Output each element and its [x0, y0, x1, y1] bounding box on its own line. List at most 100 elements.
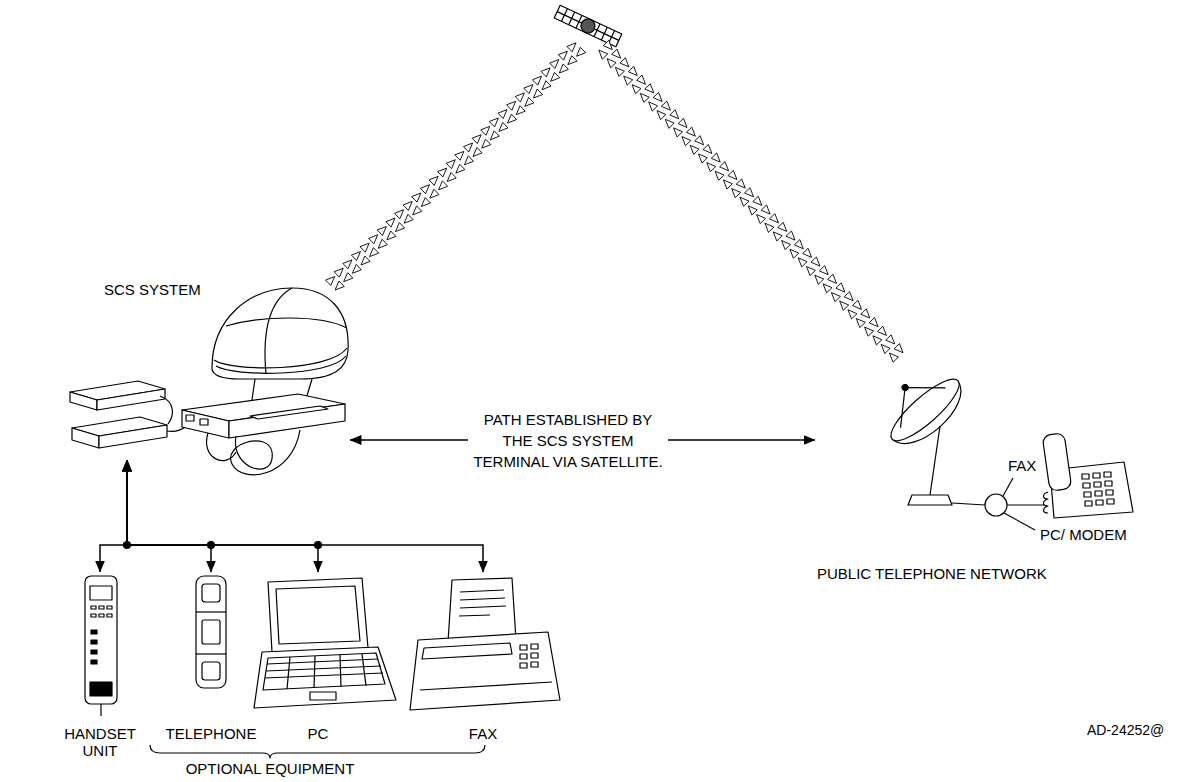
dish-stand	[908, 426, 952, 505]
signal-beam	[723, 180, 732, 189]
signal-beam	[489, 118, 498, 127]
signal-beam	[690, 145, 699, 154]
signal-beam	[439, 181, 448, 190]
desk-telephone	[1084, 492, 1091, 497]
signal-beam	[653, 92, 662, 101]
signal-beam	[351, 252, 360, 261]
fax-icon	[531, 653, 538, 658]
signal-beam	[369, 235, 378, 244]
signal-beam	[670, 110, 679, 119]
signal-beam	[732, 189, 741, 198]
signal-beam	[532, 76, 541, 85]
signal-beam	[873, 336, 882, 345]
signal-beam	[508, 114, 517, 123]
signal-beam	[757, 215, 766, 224]
signal-beam	[603, 40, 612, 49]
signal-beam	[568, 56, 577, 65]
signal-beam	[464, 143, 473, 152]
telephone-icon	[202, 584, 220, 602]
signal-beam	[853, 300, 862, 309]
signal-beam	[765, 223, 774, 232]
terminal-unit	[250, 406, 328, 419]
signal-beam	[455, 151, 464, 160]
cable	[160, 396, 172, 424]
signal-beam	[559, 64, 568, 73]
fax-icon	[520, 645, 527, 650]
node-label: TELEPHONE	[158, 725, 264, 742]
laptop-icon	[254, 647, 396, 708]
signal-beam	[869, 318, 878, 327]
signal-beam	[438, 168, 447, 177]
signal-beam	[819, 266, 828, 275]
fax-icon	[531, 644, 538, 649]
signal-beam	[361, 256, 370, 265]
satellite-dish	[883, 371, 966, 449]
signal-beam	[421, 198, 430, 207]
signal-beam	[748, 206, 757, 215]
satellite	[554, 5, 622, 46]
signal-beam	[612, 49, 621, 58]
signal-beam	[657, 111, 666, 120]
handset-unit-icon	[91, 630, 97, 634]
signal-beam	[640, 93, 649, 102]
signal-beam	[740, 197, 749, 206]
signal-beam	[881, 344, 890, 353]
signal-beam	[761, 205, 770, 214]
signal-beam	[360, 243, 369, 252]
signal-beam	[890, 353, 899, 362]
leader-line	[1004, 513, 1035, 530]
satellite-dish	[883, 388, 923, 428]
fax-icon	[520, 654, 527, 659]
signal-beam	[803, 248, 812, 257]
satellite-dish	[905, 368, 945, 408]
signal-beam	[490, 131, 499, 140]
equipment-group: FAX	[408, 572, 558, 748]
signal-beam	[649, 102, 658, 111]
desk-telephone	[1094, 482, 1101, 487]
laptop-icon	[362, 654, 366, 686]
signal-beam	[599, 50, 608, 59]
signal-beam	[412, 193, 421, 202]
telephone-icon	[202, 620, 220, 644]
fax-icon	[410, 632, 560, 710]
handset-unit-icon	[107, 614, 112, 617]
telephone-icon	[196, 611, 226, 612]
lru-box	[97, 389, 165, 410]
signal-beam	[386, 218, 395, 227]
signal-beam	[861, 309, 870, 318]
handset-unit-icon	[91, 614, 96, 617]
connector	[127, 460, 483, 572]
signal-beam	[674, 128, 683, 137]
signal-beam	[446, 160, 455, 169]
signal-beam	[620, 58, 629, 67]
signal-beam	[326, 40, 904, 362]
drawing-number: AD-24252@	[1087, 722, 1164, 739]
laptop-icon	[267, 659, 378, 664]
satellite-dish	[870, 356, 973, 456]
handset-unit-icon	[99, 614, 104, 617]
desk-telephone	[1093, 473, 1100, 478]
signal-beam	[856, 319, 865, 328]
desk-telephone	[1104, 472, 1111, 477]
laptop-icon	[276, 586, 360, 644]
signal-beam	[628, 66, 637, 75]
desk-telephone	[1083, 483, 1090, 488]
fax-icon	[520, 663, 527, 668]
connector	[127, 460, 318, 572]
telephone-icon	[196, 653, 226, 654]
desk-telephone	[1105, 481, 1112, 486]
signal-beam	[865, 327, 874, 336]
signal-beam	[645, 84, 654, 93]
signal-beam	[711, 153, 720, 162]
cable	[231, 430, 300, 475]
lru-box	[72, 417, 167, 448]
handset-unit-icon	[91, 640, 97, 644]
connector	[127, 460, 211, 572]
equipment-group: PC	[258, 572, 378, 748]
lru-box	[70, 381, 165, 410]
signal-beam	[686, 127, 695, 136]
handset-unit-icon	[107, 606, 112, 609]
radome	[226, 318, 347, 328]
signal-beam	[699, 154, 708, 163]
